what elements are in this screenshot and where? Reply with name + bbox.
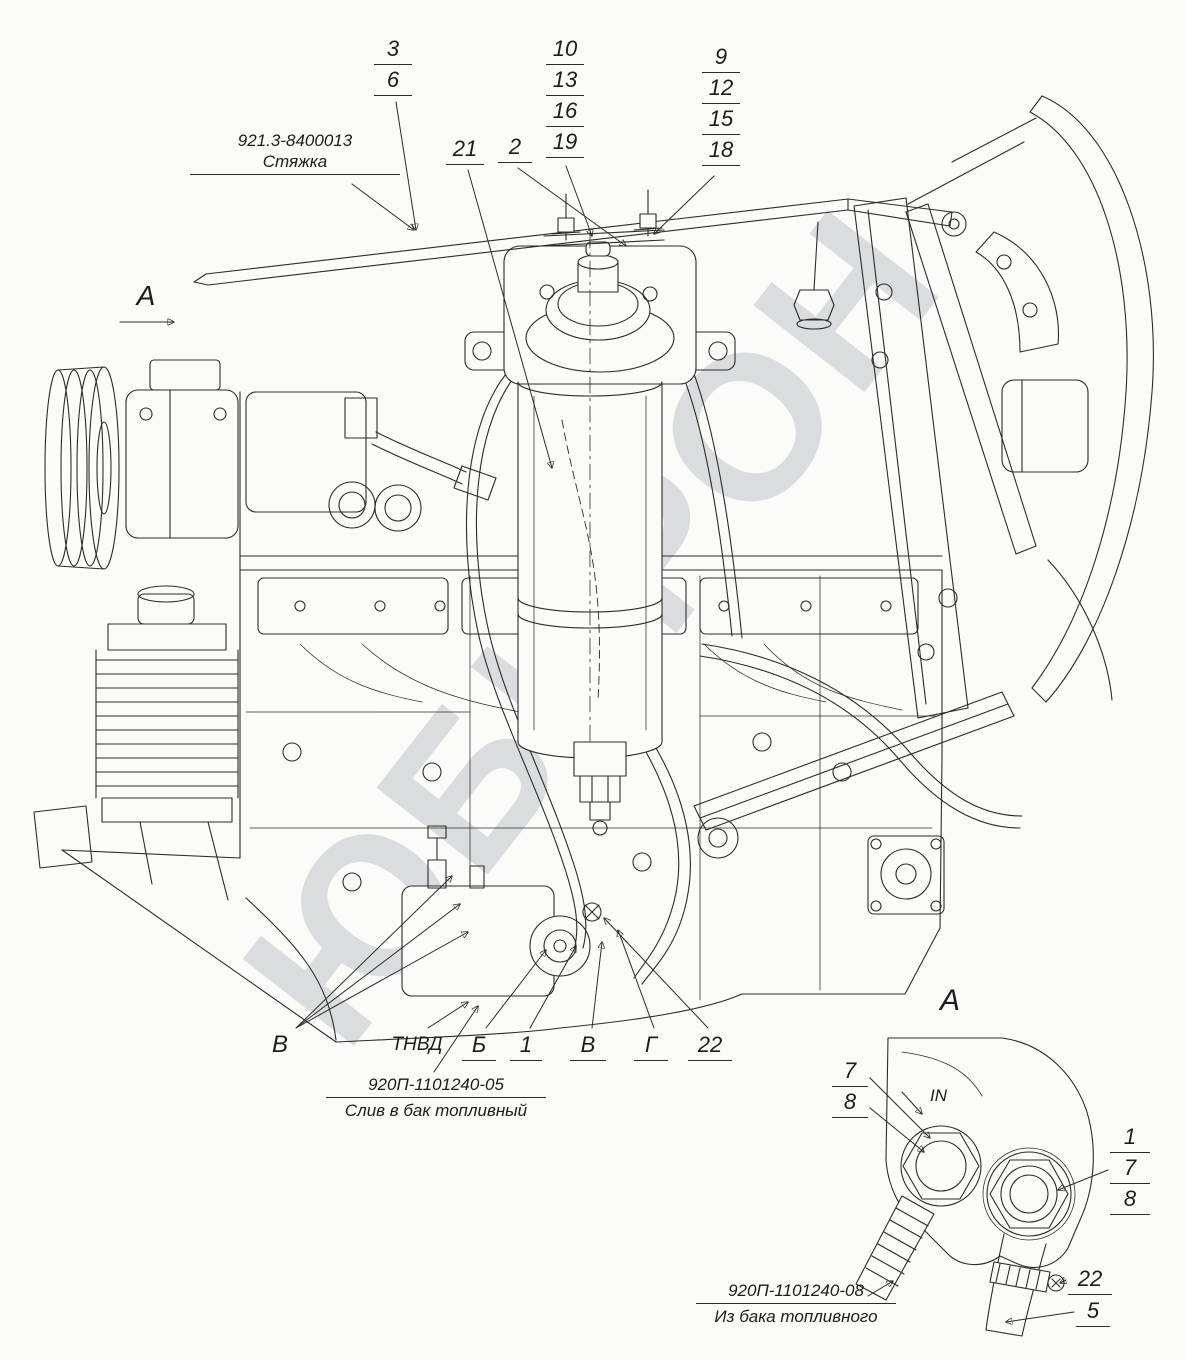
callout-stack-1-7-8: 1 7 8 (1110, 1122, 1150, 1215)
callout-b: Б (462, 1030, 496, 1061)
air-compressor (33, 585, 337, 1041)
detail-a-title: А (939, 984, 960, 1017)
mounting-frame (693, 197, 1037, 831)
detail-callout-8: 8 (1110, 1184, 1150, 1215)
tie-rod (193, 189, 953, 286)
belt-pulley-and-alternator (44, 359, 239, 570)
fuel-filter (464, 231, 736, 836)
leader-lines (119, 101, 1109, 1322)
drain-label: 920П-1101240-05 Слив в бак топливный (326, 1074, 546, 1121)
callout-6: 6 (374, 65, 412, 96)
tie-rod-part-number: 921.3-8400013 (237, 131, 353, 150)
callout-21: 21 (446, 134, 484, 165)
in-port-label: IN (930, 1086, 947, 1105)
callout-stack-3-6: 3 6 (374, 34, 412, 96)
tie-rod-label: 921.3-8400013 Стяжка (190, 130, 400, 175)
callout-1: 1 (510, 1030, 542, 1061)
callout-15: 15 (702, 104, 740, 135)
tie-rod-part-name: Стяжка (190, 151, 400, 175)
callout-7: 7 (832, 1056, 868, 1087)
detail-callout-22: 22 (1068, 1264, 1112, 1295)
injection-pump-tnvd (401, 825, 591, 997)
callout-v-left: В (271, 1031, 288, 1058)
callout-stack-10-13-16-19: 10 13 16 19 (546, 34, 584, 158)
callout-12: 12 (702, 73, 740, 104)
inlet-part-number: 920П-1101240-08 (696, 1280, 896, 1304)
callout-13: 13 (546, 65, 584, 96)
inlet-label: 920П-1101240-08 Из бака топливного (696, 1280, 896, 1327)
view-a-letter: А (136, 280, 156, 311)
detail-callout-1: 1 (1110, 1122, 1150, 1153)
callout-9: 9 (702, 42, 740, 73)
drain-part-number: 920П-1101240-05 (326, 1074, 546, 1098)
callout-22: 22 (688, 1030, 732, 1061)
callout-stack-9-12-15-18: 9 12 15 18 (702, 42, 740, 166)
in-direction-arrow (901, 1091, 922, 1114)
callout-v-right: В (570, 1030, 606, 1061)
callout-18: 18 (702, 135, 740, 166)
drain-part-name: Слив в бак топливный (344, 1101, 528, 1120)
detail-view-a (855, 1037, 1094, 1337)
engine-block (61, 391, 945, 1043)
fuel-hoses (465, 373, 1023, 985)
detail-callout-5: 5 (1076, 1296, 1110, 1327)
callout-tnvd: ТНВД (391, 1034, 443, 1055)
callout-8: 8 (832, 1087, 868, 1118)
callout-10: 10 (546, 34, 584, 65)
callout-2: 2 (498, 132, 532, 163)
callout-3: 3 (374, 34, 412, 65)
fender-panel (907, 95, 1154, 703)
detail-callout-7: 7 (1110, 1153, 1150, 1184)
callout-16: 16 (546, 96, 584, 127)
callout-stack-7-8: 7 8 (832, 1056, 868, 1118)
callout-g: Г (634, 1030, 668, 1061)
inlet-part-name: Из бака топливного (714, 1307, 878, 1326)
callout-19: 19 (546, 127, 584, 158)
